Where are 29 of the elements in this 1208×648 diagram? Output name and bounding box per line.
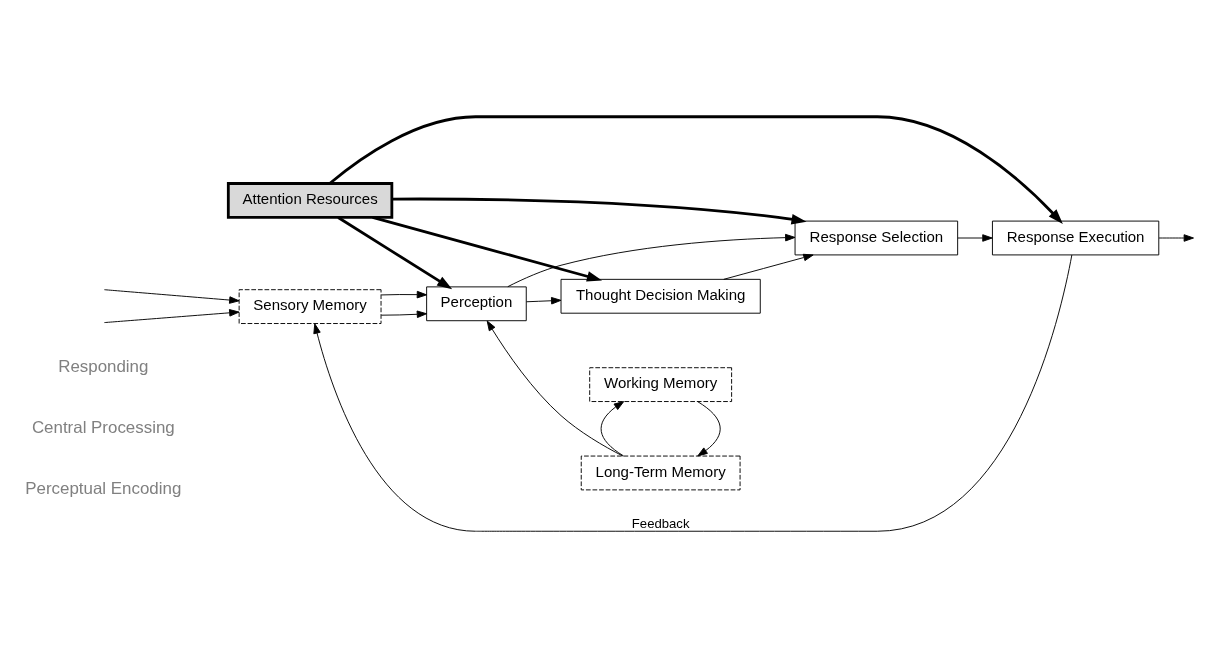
label: Perceptual Encoding (25, 479, 182, 499)
arrow (380, 310, 428, 319)
arrow (526, 296, 562, 305)
arrow (391, 197, 807, 225)
arrow (697, 401, 721, 457)
node-box: Perception (426, 286, 527, 322)
arrow (486, 320, 624, 457)
arrow (507, 233, 796, 288)
node-box: Thought Decision Making (560, 278, 761, 314)
arrow (313, 254, 1073, 532)
label: Responding (58, 356, 149, 376)
arrow (957, 234, 993, 242)
node-box: Response Execution (991, 220, 1160, 256)
arrow (723, 253, 814, 280)
arrow (1158, 234, 1194, 242)
node-box: Attention Resources (226, 182, 394, 219)
node-box: Response Selection (794, 220, 959, 256)
arrow (372, 215, 603, 282)
edge-label: Feedback (631, 515, 690, 531)
node-box: Sensory Memory (238, 289, 382, 324)
arrow (337, 216, 453, 290)
node-box: Long-Term Memory (580, 455, 741, 491)
arrow (380, 290, 428, 299)
arrow (103, 309, 240, 324)
arrow (103, 289, 240, 304)
arrow (600, 401, 625, 457)
arrow (328, 115, 1063, 224)
node-box: Working Memory (589, 367, 733, 402)
label: Central Processing (31, 417, 175, 437)
